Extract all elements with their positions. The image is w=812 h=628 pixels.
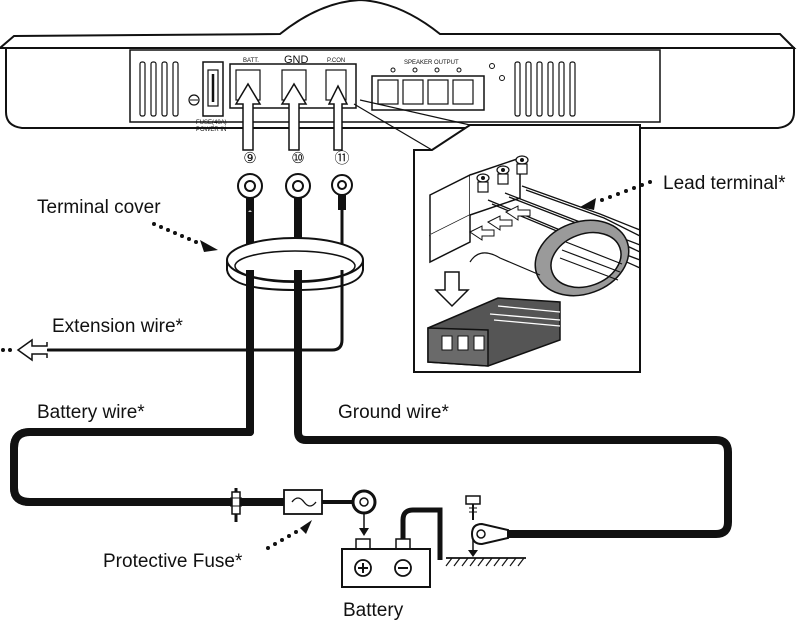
terminal-cover-label: Terminal cover [37, 197, 161, 218]
power-in-label: POWER IN [196, 127, 226, 133]
chassis-ground [445, 495, 526, 567]
insert-arrows [234, 82, 349, 151]
terminal-cover-leader [152, 222, 218, 252]
lead-terminal-leader [580, 180, 652, 210]
gnd-label: GND [284, 54, 309, 66]
fuse-label: FUSE(40A) [196, 120, 227, 126]
extension-wire-label: Extension wire* [52, 316, 183, 337]
left-vents [139, 61, 179, 117]
battery-ground-wire [400, 507, 443, 560]
down-arrow-icon [434, 271, 470, 308]
speaker-output-label: SPEAKER OUTPUT [404, 60, 459, 66]
extension-dots [1, 348, 12, 352]
terminal-number-9: ⑨ [243, 149, 257, 167]
batt-label: BATT. [243, 58, 259, 64]
battery-label: Battery [343, 600, 404, 621]
right-vents [514, 61, 576, 117]
lead-terminal-inset [353, 99, 641, 373]
pcon-label: P.CON [327, 58, 345, 64]
fuse-leader [266, 520, 312, 550]
battery [341, 538, 431, 588]
extension-arrow-icon [16, 338, 48, 362]
battery-ring-terminal [351, 489, 377, 536]
amplifier: FUSE(40A) POWER IN BATT. GND P.CON SPEAK… [0, 0, 797, 133]
protective-fuse-label: Protective Fuse* [103, 551, 243, 572]
battery-wire-label: Battery wire* [37, 402, 145, 423]
wire-through-cover [246, 270, 302, 300]
battery-wire-line [10, 212, 286, 506]
terminal-number-11: ⑪ [334, 149, 350, 167]
protective-fuse [230, 488, 323, 522]
lead-terminal-label: Lead terminal* [663, 173, 786, 194]
speaker-output-block [371, 75, 485, 111]
ring-terminals [237, 173, 353, 213]
ground-wire-label: Ground wire* [338, 402, 449, 423]
panel-fuse [188, 61, 224, 117]
terminal-number-10: ⑩ [291, 149, 305, 167]
